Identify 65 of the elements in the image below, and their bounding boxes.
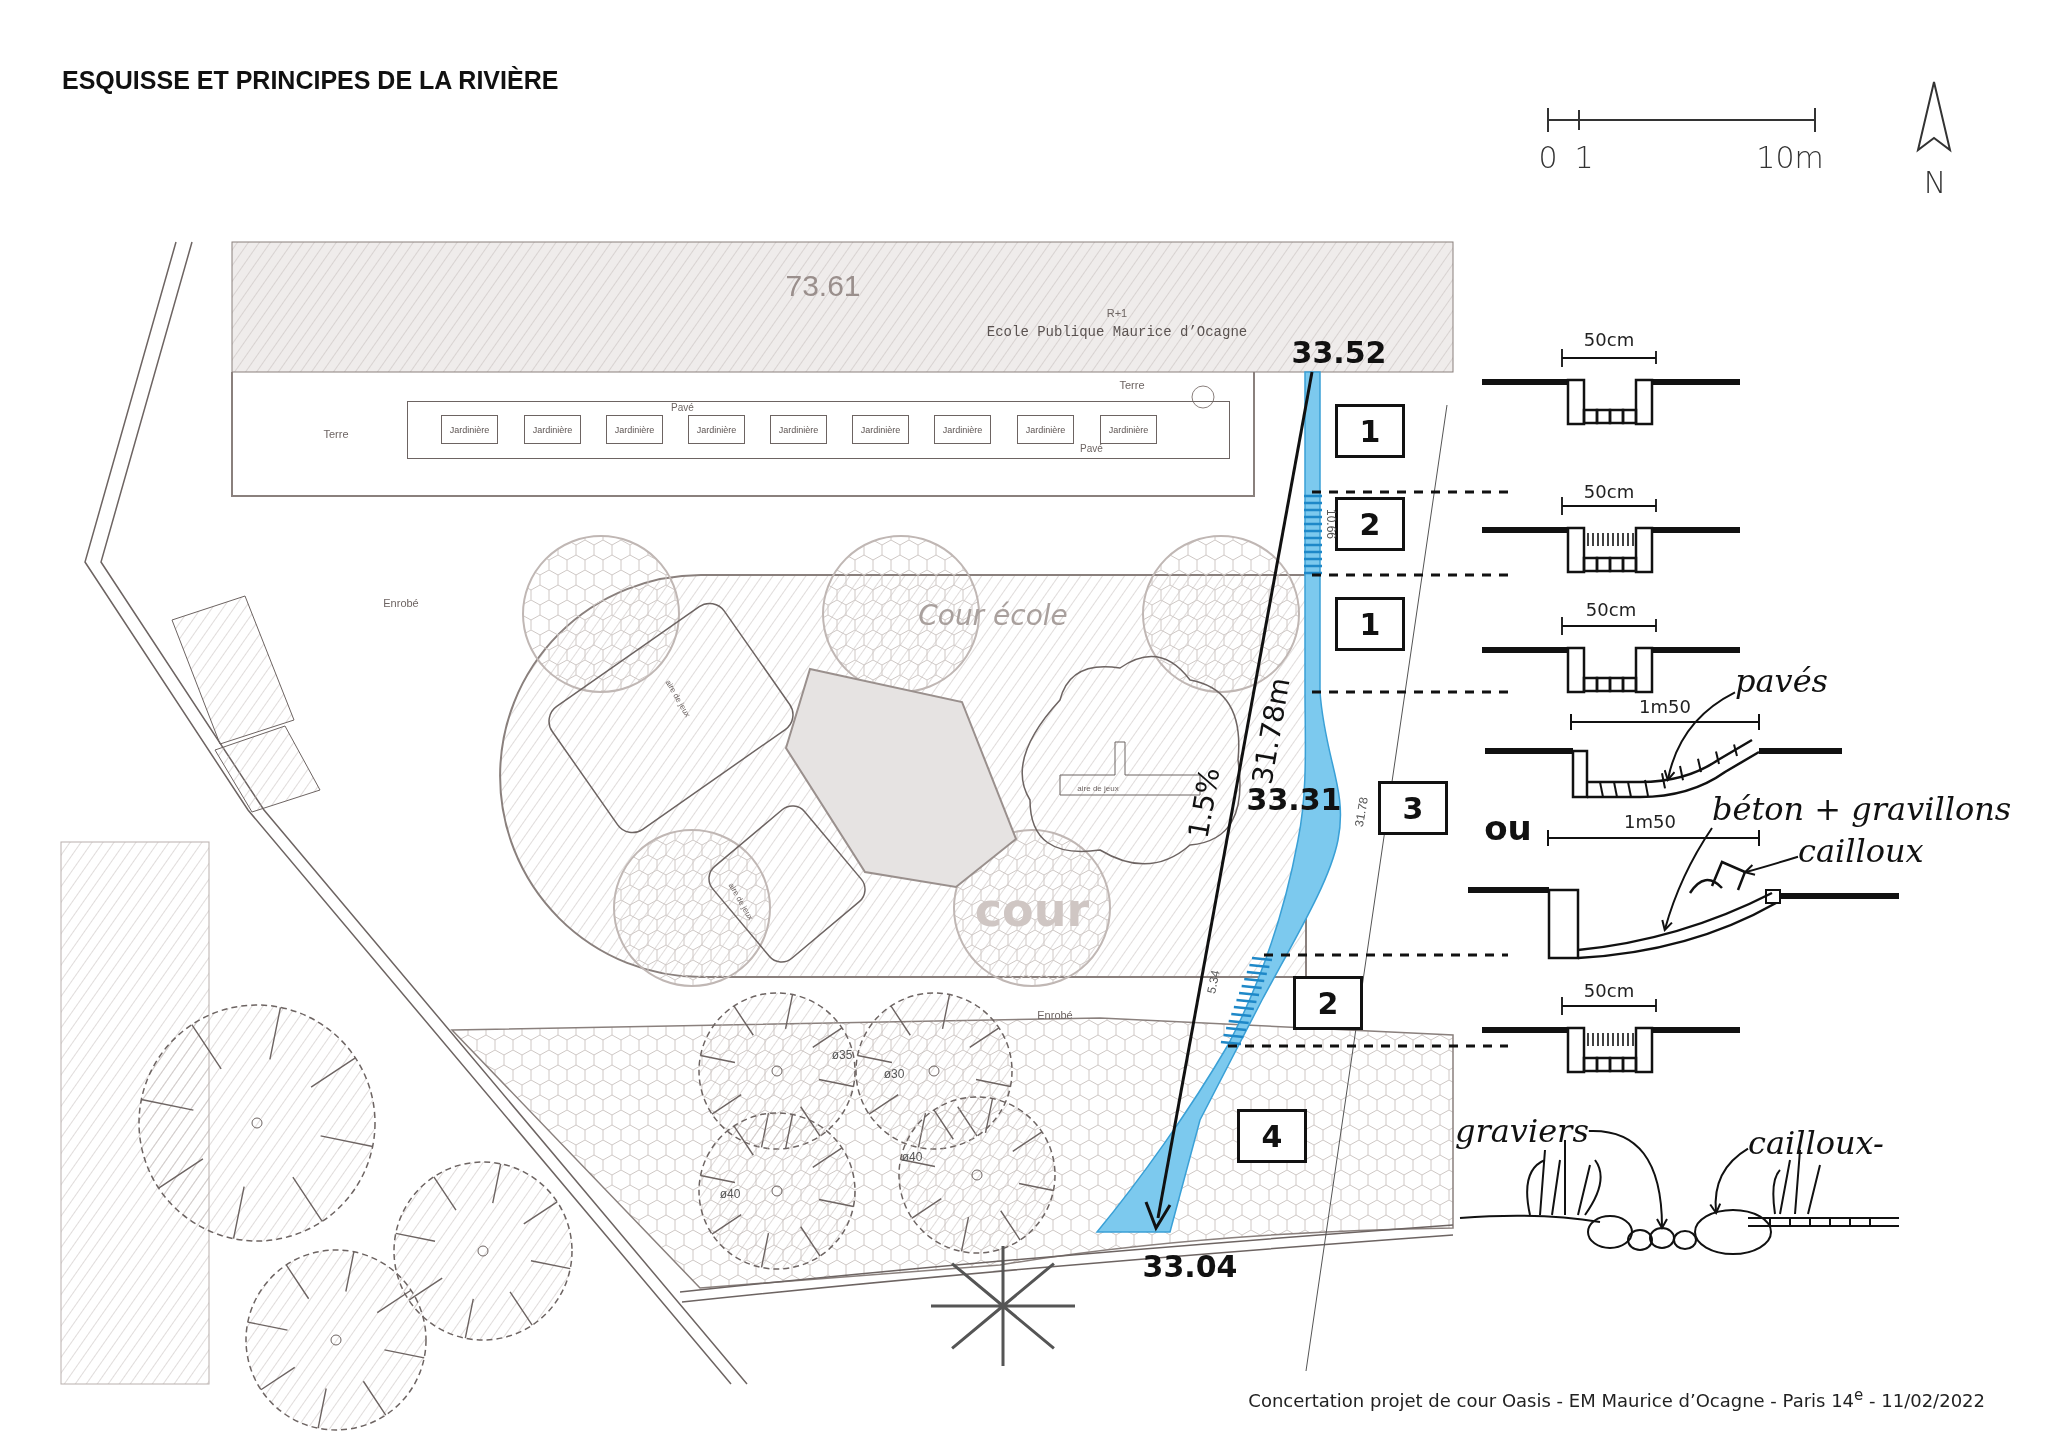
- planter-box: Jardinière: [524, 415, 581, 444]
- planter-box: Jardinière: [1100, 415, 1157, 444]
- handwritten-note: graviers: [1455, 1112, 1589, 1150]
- area-label: cour: [974, 884, 1090, 936]
- dimension-label: 1m50: [1624, 812, 1676, 832]
- planter-box: Jardinière: [934, 415, 991, 444]
- handwritten-note: béton + gravillons: [1712, 790, 2012, 828]
- alternative-label: ou: [1484, 810, 1532, 848]
- scale-label: 10m: [1756, 140, 1824, 174]
- dimension-label: 5.34: [1205, 969, 1223, 995]
- planter-box: Jardinière: [770, 415, 827, 444]
- handwritten-note: cailloux-: [1748, 1124, 1884, 1162]
- scale-label: 1: [1574, 140, 1594, 174]
- diagram-title: ESQUISSE ET PRINCIPES DE LA RIVIÈRE: [62, 66, 559, 95]
- area-label: R+1: [1106, 306, 1128, 320]
- dimension-label: 1m50: [1639, 697, 1691, 717]
- sloped-bed-drawing: [1576, 891, 1778, 960]
- dimension-label: 50cm: [1583, 981, 1635, 1001]
- planter-bed: [407, 401, 1230, 459]
- planter-box: Jardinière: [852, 415, 909, 444]
- gravel-drawing: [1627, 1227, 1697, 1251]
- leader-line: [1664, 691, 1736, 781]
- section-number-box: 1: [1335, 597, 1405, 651]
- dimension-label: 10.66: [1323, 509, 1337, 539]
- dimension-label: ø35: [831, 1049, 853, 1063]
- dimension-label: ø30: [883, 1068, 905, 1082]
- dimension-label: ø40: [719, 1188, 741, 1202]
- elevation-label: 33.52: [1291, 335, 1387, 369]
- area-label: aire de jeux: [1077, 784, 1119, 794]
- section-number-box: 2: [1293, 976, 1363, 1030]
- leader-line: [1744, 855, 1799, 876]
- planter-box: Jardinière: [1017, 415, 1074, 444]
- leader-line: [1587, 1130, 1668, 1229]
- scale-label: 0: [1538, 140, 1558, 174]
- section-number-box: 1: [1335, 404, 1405, 458]
- section-number-box: 4: [1237, 1109, 1307, 1163]
- leader-line: [1709, 1147, 1749, 1214]
- footer-note: Concertation projet de cour Oasis - EM Maurice d’Ocagne - Paris 14$^{e}$ - 11/02/2022: [1248, 1387, 1985, 1411]
- planter-box: Jardinière: [688, 415, 745, 444]
- dimension-label: 31.78: [1352, 796, 1372, 828]
- stones-drawing: [1688, 860, 1747, 895]
- rock-drawing: [1694, 1209, 1772, 1255]
- planter-box: Jardinière: [606, 415, 663, 444]
- dimension-label: ø40: [901, 1151, 923, 1165]
- dimension-label: 50cm: [1585, 600, 1637, 620]
- area-label: Enrobé: [1037, 1008, 1073, 1022]
- area-label: Pavé: [671, 402, 694, 413]
- handwritten-note: pavés: [1735, 662, 1828, 700]
- slope-label: 31.78m: [1247, 675, 1297, 787]
- dimension-label: 50cm: [1583, 330, 1635, 350]
- planter-box: Jardinière: [441, 415, 498, 444]
- slope-label: 1.5%: [1183, 765, 1227, 841]
- area-number: 73.61: [785, 268, 861, 302]
- section-number-box: 2: [1335, 497, 1405, 551]
- area-label: Terre: [323, 427, 349, 441]
- handwritten-note: cailloux: [1798, 832, 1924, 870]
- dimension-label: 50cm: [1583, 482, 1635, 502]
- leader-line: [1661, 827, 1713, 931]
- area-label: Enrobé: [383, 596, 419, 610]
- building-label: Ecole Publique Maurice d’Ocagne: [986, 325, 1248, 341]
- scale-label: N: [1923, 165, 1947, 199]
- elevation-label: 33.04: [1142, 1249, 1238, 1283]
- section-number-box: 3: [1378, 781, 1448, 835]
- area-label: Terre: [1119, 378, 1145, 392]
- area-label: Pavé: [1080, 443, 1103, 454]
